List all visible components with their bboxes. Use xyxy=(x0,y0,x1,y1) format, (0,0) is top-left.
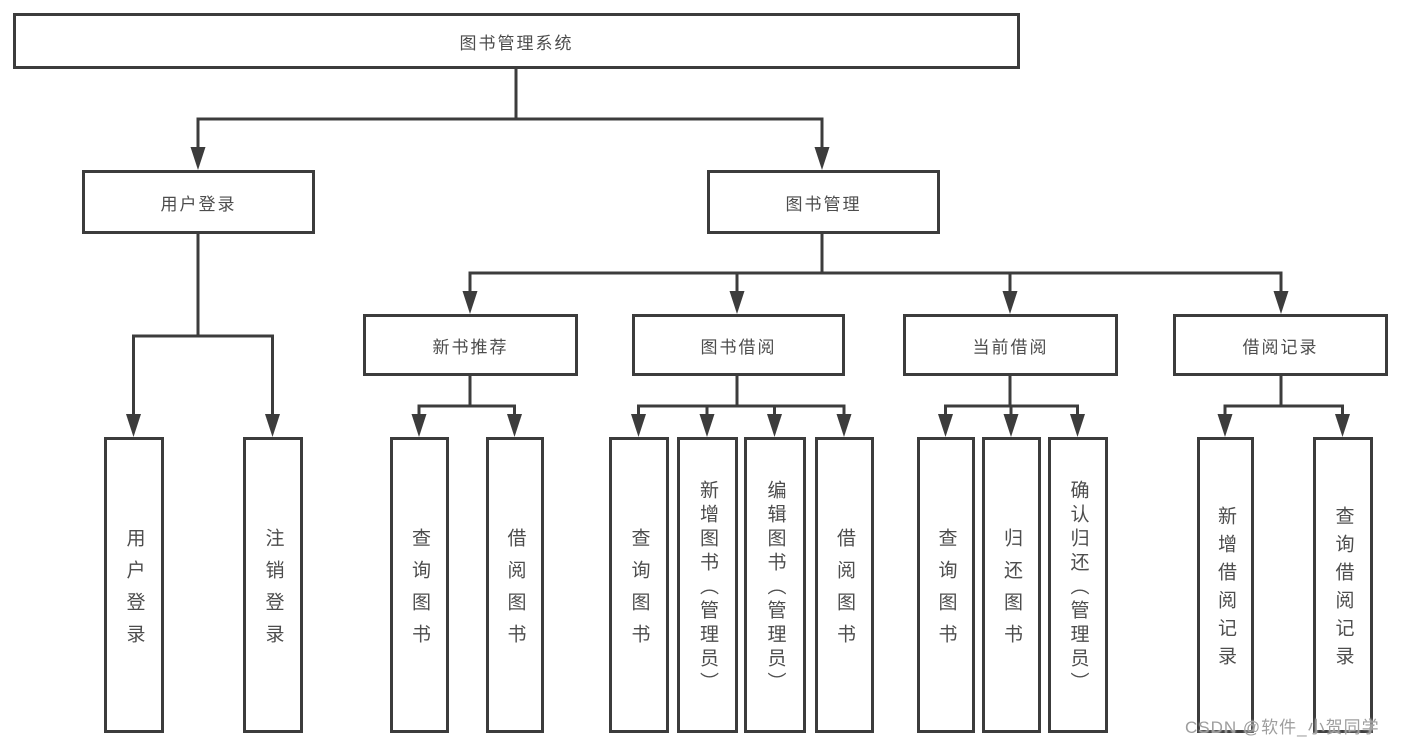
node-new-book-recommend: 新书推荐 xyxy=(363,314,578,376)
node-book-borrowing-label: 图书借阅 xyxy=(700,337,777,357)
leaf-nbr-query-books: 查询图书 xyxy=(390,437,449,733)
leaf-br-add-record-label: 新增借阅记录 xyxy=(1215,505,1236,674)
node-current-borrowing-label: 当前借阅 xyxy=(972,337,1049,357)
node-root: 图书管理系统 xyxy=(13,13,1020,69)
leaf-cb-return-books: 归还图书 xyxy=(982,437,1041,733)
leaf-bb-add-books-admin-label: 新增图书（管理员） xyxy=(697,479,718,696)
leaf-br-add-record: 新增借阅记录 xyxy=(1197,437,1254,733)
leaf-cb-return-books-label: 归还图书 xyxy=(1001,527,1022,656)
leaf-bb-query-books: 查询图书 xyxy=(609,437,669,733)
leaf-nbr-borrow-books: 借阅图书 xyxy=(486,437,544,733)
node-current-borrowing: 当前借阅 xyxy=(903,314,1118,376)
leaf-bb-edit-books-admin-label: 编辑图书（管理员） xyxy=(764,479,786,696)
node-user-login: 用户登录 xyxy=(82,170,315,234)
node-book-borrowing: 图书借阅 xyxy=(632,314,845,376)
leaf-cb-confirm-return-admin: 确认归还（管理员） xyxy=(1048,437,1108,733)
leaf-logout-label: 注销登录 xyxy=(262,527,284,656)
leaf-logout: 注销登录 xyxy=(243,437,303,733)
leaf-cb-query-books: 查询图书 xyxy=(917,437,975,733)
leaf-nbr-query-books-label: 查询图书 xyxy=(409,527,430,656)
node-borrowing-records: 借阅记录 xyxy=(1173,314,1388,376)
arrowheads xyxy=(126,147,1350,437)
leaf-br-query-record-label: 查询借阅记录 xyxy=(1332,505,1354,674)
leaf-bb-add-books-admin: 新增图书（管理员） xyxy=(677,437,738,733)
leaf-bb-borrow-books: 借阅图书 xyxy=(815,437,874,733)
leaf-cb-query-books-label: 查询图书 xyxy=(935,527,957,656)
node-user-login-label: 用户登录 xyxy=(160,194,237,214)
leaf-bb-edit-books-admin: 编辑图书（管理员） xyxy=(744,437,806,733)
csdn-watermark: CSDN @软件_小贺同学 xyxy=(1185,718,1380,737)
leaf-nbr-borrow-books-label: 借阅图书 xyxy=(504,527,526,656)
leaf-bb-query-books-label: 查询图书 xyxy=(628,527,650,656)
node-root-label: 图书管理系统 xyxy=(459,33,574,53)
leaf-bb-borrow-books-label: 借阅图书 xyxy=(834,527,855,656)
leaf-user-login: 用户登录 xyxy=(104,437,164,733)
node-book-management-label: 图书管理 xyxy=(785,194,862,214)
node-new-book-recommend-label: 新书推荐 xyxy=(432,337,509,357)
leaf-br-query-record: 查询借阅记录 xyxy=(1313,437,1373,733)
node-borrowing-records-label: 借阅记录 xyxy=(1242,337,1319,357)
leaf-cb-confirm-return-admin-label: 确认归还（管理员） xyxy=(1067,479,1089,696)
node-book-management: 图书管理 xyxy=(707,170,940,234)
leaf-user-login-label: 用户登录 xyxy=(123,527,145,656)
